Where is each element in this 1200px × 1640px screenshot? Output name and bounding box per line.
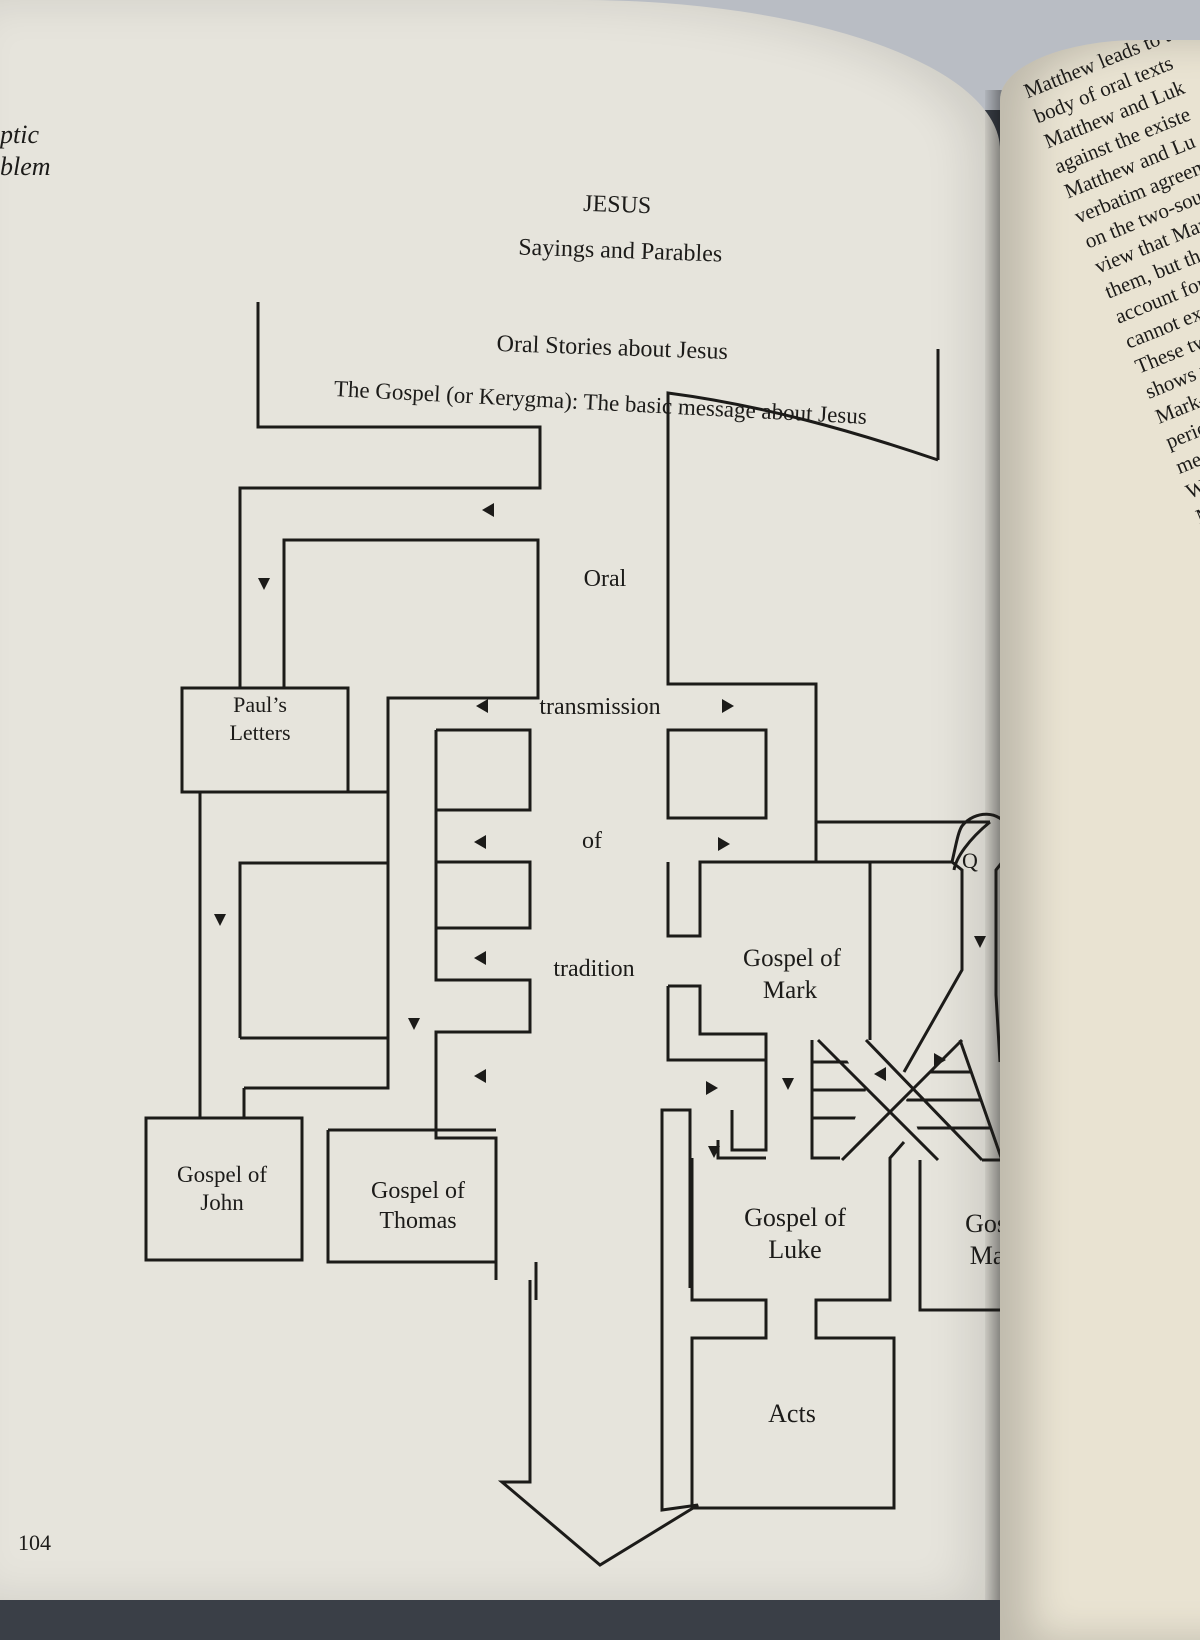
q-bridge xyxy=(814,822,952,864)
direction-arrows xyxy=(214,503,986,1158)
luke-acts-outline xyxy=(690,1141,906,1510)
central-left-column xyxy=(434,728,532,1138)
john-connector xyxy=(244,1038,390,1090)
arrow-down-icon xyxy=(782,1078,794,1090)
margin-note-line-2: blem xyxy=(0,152,51,181)
matthew-label-line-1: Gospel of xyxy=(965,1209,1000,1238)
thomas-box xyxy=(326,1128,496,1264)
big-down-arrow xyxy=(497,1108,699,1567)
john-label-line-2: John xyxy=(200,1190,244,1215)
transmission-label: transmission xyxy=(539,694,660,720)
mark-label-line-1: Gospel of xyxy=(743,945,842,972)
mark-to-matthew-a xyxy=(816,1038,940,1162)
arrow-right-icon xyxy=(722,699,734,713)
paul-letters-box xyxy=(180,686,350,794)
matthew-label-line-2: Matthew xyxy=(970,1241,1000,1270)
tradition-label: tradition xyxy=(553,956,634,982)
arrow-down-icon xyxy=(214,914,226,926)
mark-outer-path xyxy=(666,391,990,824)
synoptic-diagram: JESUS Sayings and Parables Oral Stories … xyxy=(144,191,1000,1567)
mark-lower-block xyxy=(668,984,768,1088)
arrow-down-icon xyxy=(408,1018,420,1030)
arrow-left-icon xyxy=(474,951,486,965)
thomas-label-line-2: Thomas xyxy=(379,1208,456,1234)
thomas-right xyxy=(434,1032,498,1280)
arrow-right-icon xyxy=(706,1081,718,1095)
mark-label-line-2: Mark xyxy=(763,977,818,1004)
john-inner-channel xyxy=(238,861,388,1038)
q-circle-left xyxy=(902,820,991,1073)
matthew-box xyxy=(918,1160,1000,1312)
arrow-down-icon xyxy=(708,1146,720,1158)
john-box xyxy=(144,1116,304,1262)
bracket-left-channel xyxy=(238,302,542,688)
oral-stories-label: Oral Stories about Jesus xyxy=(496,331,728,365)
luke-hatch-edge xyxy=(810,1040,840,1160)
diagram-lines xyxy=(144,302,1000,1567)
diagram-labels: JESUS Sayings and Parables Oral Stories … xyxy=(177,191,1000,1428)
left-page: ptic blem 104 xyxy=(0,0,1000,1600)
diagram-title: JESUS xyxy=(583,191,652,219)
luke-label-line-1: Gospel of xyxy=(744,1203,846,1232)
oral-label: Oral xyxy=(584,566,627,592)
q-circle-right xyxy=(950,812,1000,1063)
john-box-neck xyxy=(242,1088,304,1125)
acts-label: Acts xyxy=(768,1399,816,1428)
arrow-left-icon xyxy=(476,699,488,713)
mark-middle-block xyxy=(666,860,766,938)
mark-lower-edge xyxy=(666,986,766,1062)
arrow-down-icon xyxy=(258,578,270,590)
arrow-left-icon xyxy=(474,835,486,849)
margin-note-line-1: ptic xyxy=(0,120,39,149)
paul-label-line-1: Paul’s xyxy=(233,692,287,717)
arrow-right-icon xyxy=(934,1053,946,1067)
luke-label-line-2: Luke xyxy=(768,1235,821,1264)
arrow-down-icon xyxy=(974,936,986,948)
arrow-left-icon xyxy=(482,503,494,517)
gospel-message-label: The Gospel (or Kerygma): The basic messa… xyxy=(333,376,867,429)
thomas-label-line-1: Gospel of xyxy=(371,1178,465,1204)
john-label-line-1: Gospel of xyxy=(177,1162,267,1187)
matthew-hatching xyxy=(906,1070,1000,1130)
diagram-subtitle: Sayings and Parables xyxy=(518,234,723,267)
of-label: of xyxy=(582,828,602,854)
arrow-left-icon xyxy=(874,1067,886,1081)
arrow-left-icon xyxy=(474,1069,486,1083)
page-number: 104 xyxy=(18,1530,51,1555)
luke-hatching xyxy=(812,1060,866,1120)
arrow-right-icon xyxy=(718,837,730,851)
q-label: Q xyxy=(962,848,978,873)
mark-upper-block xyxy=(666,728,768,820)
paul-label-line-2: Letters xyxy=(229,720,290,745)
luke-small-notch xyxy=(730,1088,768,1152)
